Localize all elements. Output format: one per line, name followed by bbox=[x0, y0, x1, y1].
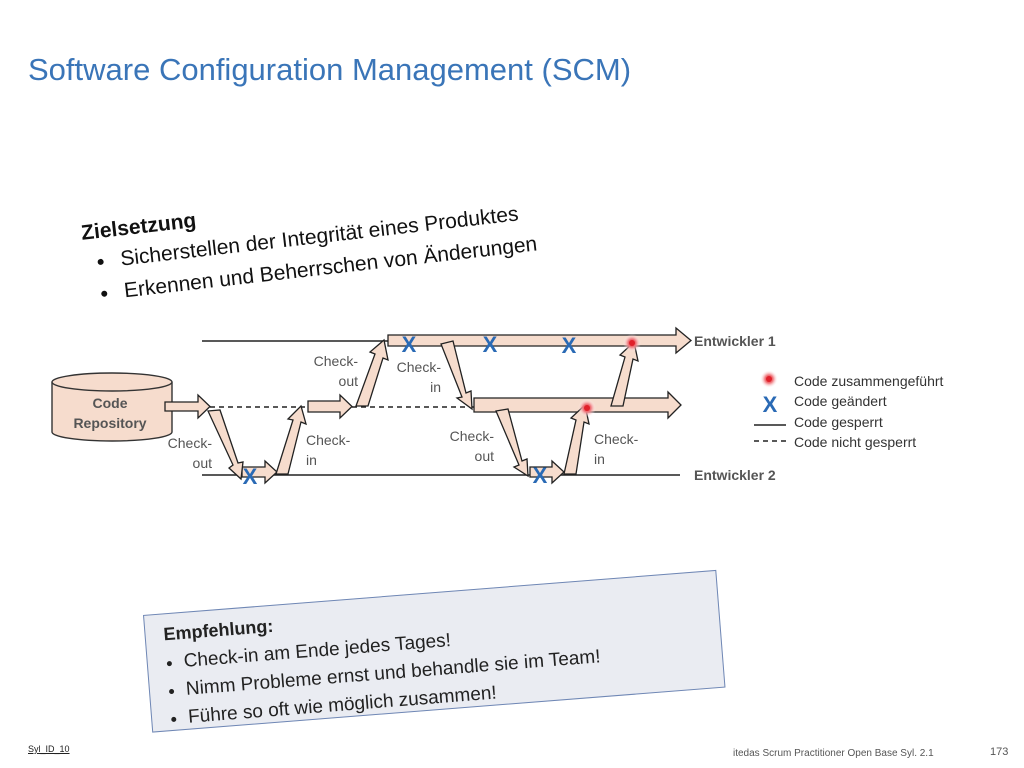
checkin-label: in bbox=[594, 451, 605, 467]
page-number: 173 bbox=[990, 746, 1009, 758]
checkout-label: Check- bbox=[168, 435, 213, 451]
checkout-label: out bbox=[475, 448, 495, 464]
legend-unlocked-label: Code nicht gesperrt bbox=[794, 434, 916, 450]
code-changed-marker: X bbox=[533, 463, 548, 488]
checkin-label: in bbox=[430, 379, 441, 395]
developer-2-label: Entwickler 2 bbox=[694, 467, 776, 483]
slide-title: Software Configuration Management (SCM) bbox=[28, 52, 632, 87]
diagram-legend: Code zusammengeführt X Code geändert Cod… bbox=[754, 370, 944, 450]
arrow-developer-2-segment bbox=[529, 459, 565, 485]
arrow-merge-up bbox=[610, 340, 639, 407]
repository-label: Repository bbox=[73, 415, 146, 431]
checkin-label: Check- bbox=[306, 432, 351, 448]
arrow-checkout-1 bbox=[207, 409, 244, 481]
checkout-label: Check- bbox=[450, 428, 495, 444]
arrow-checkout-2 bbox=[355, 338, 389, 407]
footer-source: itedas Scrum Practitioner Open Base Syl.… bbox=[733, 748, 934, 759]
code-changed-marker: X bbox=[243, 464, 258, 489]
merge-dot-icon bbox=[766, 376, 772, 382]
checkin-label: Check- bbox=[397, 359, 442, 375]
arrow-repository-out bbox=[164, 393, 211, 420]
arrow-unlocked-segment bbox=[307, 393, 353, 420]
merge-dot-icon bbox=[584, 405, 590, 411]
legend-changed-icon: X bbox=[763, 392, 778, 417]
merge-dot-icon bbox=[629, 340, 635, 346]
arrow-checkout-3 bbox=[495, 408, 529, 478]
arrow-checkin-2 bbox=[440, 340, 473, 411]
arrow-checkin-1 bbox=[275, 404, 307, 475]
checkout-label: out bbox=[339, 373, 359, 389]
checkout-label: Check- bbox=[314, 353, 359, 369]
checkin-label: Check- bbox=[594, 431, 639, 447]
code-changed-marker: X bbox=[562, 333, 577, 358]
developer-1-label: Entwickler 1 bbox=[694, 333, 776, 349]
legend-merged-label: Code zusammengeführt bbox=[794, 373, 944, 389]
footer-slide-id: Syl_ID_10 bbox=[28, 744, 70, 754]
code-repository-icon: Code Repository bbox=[51, 372, 173, 442]
checkin-label: in bbox=[306, 452, 317, 468]
legend-locked-label: Code gesperrt bbox=[794, 414, 883, 430]
arrow-developer-1-main bbox=[387, 326, 693, 355]
checkout-label: out bbox=[193, 455, 213, 471]
repository-label: Code bbox=[93, 395, 128, 411]
legend-changed-label: Code geändert bbox=[794, 393, 887, 409]
code-changed-marker: X bbox=[483, 332, 498, 357]
code-changed-marker: X bbox=[402, 332, 417, 357]
arrow-developer-2-segment bbox=[241, 459, 278, 485]
